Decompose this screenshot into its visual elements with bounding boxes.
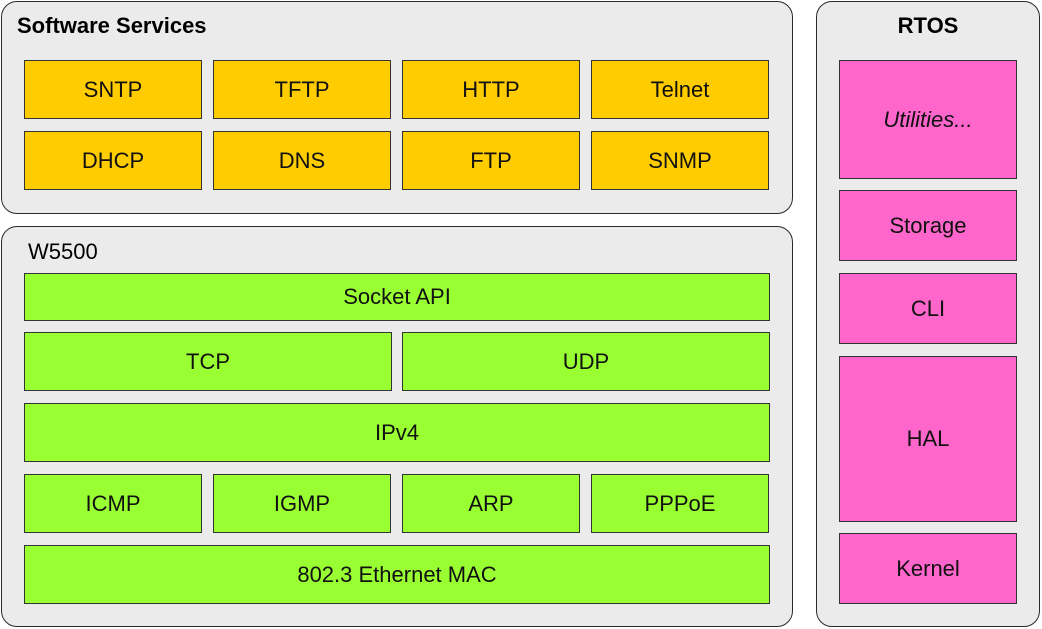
socket-api-box: Socket API bbox=[24, 273, 770, 321]
icmp-box: ICMP bbox=[24, 474, 202, 533]
udp-box: UDP bbox=[402, 332, 770, 391]
rtos-title: RTOS bbox=[897, 13, 959, 38]
hal-box: HAL bbox=[839, 356, 1017, 522]
ipv4-box: IPv4 bbox=[24, 403, 770, 462]
cli-box: CLI bbox=[839, 273, 1017, 344]
dns-box: DNS bbox=[213, 131, 391, 190]
pppoe-box: PPPoE bbox=[591, 474, 769, 533]
arp-box: ARP bbox=[402, 474, 580, 533]
dhcp-box: DHCP bbox=[24, 131, 202, 190]
http-box: HTTP bbox=[402, 60, 580, 119]
ftp-box: FTP bbox=[402, 131, 580, 190]
kernel-box: Kernel bbox=[839, 533, 1017, 604]
utilities-box: Utilities... bbox=[839, 60, 1017, 179]
tftp-box: TFTP bbox=[213, 60, 391, 119]
telnet-box: Telnet bbox=[591, 60, 769, 119]
tcp-box: TCP bbox=[24, 332, 392, 391]
storage-box: Storage bbox=[839, 190, 1017, 261]
w5500-title: W5500 bbox=[28, 239, 98, 264]
software-services-title: Software Services bbox=[17, 13, 207, 38]
sntp-box: SNTP bbox=[24, 60, 202, 119]
ethernet-mac-box: 802.3 Ethernet MAC bbox=[24, 545, 770, 604]
igmp-box: IGMP bbox=[213, 474, 391, 533]
snmp-box: SNMP bbox=[591, 131, 769, 190]
